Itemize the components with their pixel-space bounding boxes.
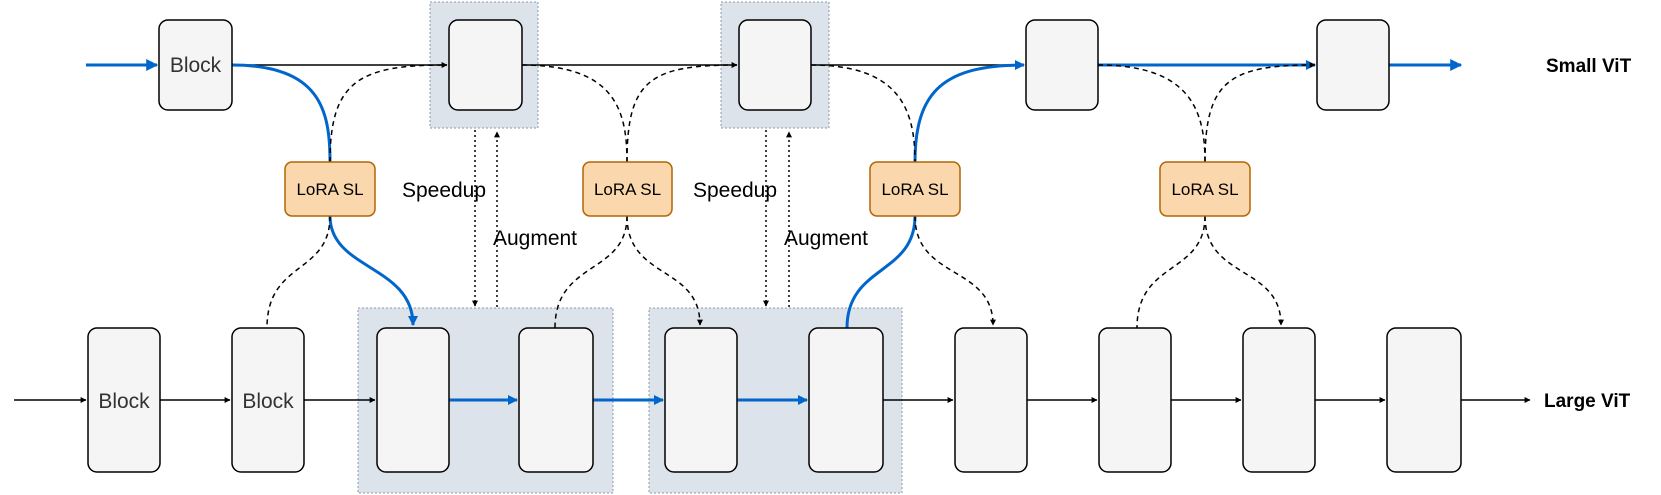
lora2-dash-upper-left (521, 64, 628, 163)
large-block-10 (1386, 327, 1462, 473)
lora4-dash-lower-left (1136, 215, 1206, 329)
speedup-label-1: Speedup (402, 179, 486, 202)
lora-sl-1-label: LoRA SL (296, 180, 363, 199)
lora3-blue-path-lower (845, 215, 917, 329)
small-block-4 (1025, 19, 1099, 111)
large-block-5 (664, 327, 738, 473)
large-block-1-label: Block (98, 390, 150, 413)
lora2-dash-lower-left (554, 215, 628, 329)
large-vit-label: Large ViT (1544, 391, 1631, 412)
large-block-9 (1242, 327, 1316, 473)
augment-label-1: Augment (493, 227, 577, 250)
large-block-8 (1098, 327, 1172, 473)
lora-sl-2-label: LoRA SL (594, 180, 661, 199)
small-block-1 (158, 19, 233, 111)
lora-sl-3 (869, 161, 961, 217)
lora4-dash-lower-right (1204, 215, 1284, 326)
lora3-dash-upper (810, 64, 916, 163)
lora1-blue-path-upper (231, 63, 332, 163)
large-block-1 (87, 327, 161, 473)
lora-sl-4 (1159, 161, 1251, 217)
lora-sl-2 (582, 161, 673, 217)
augment-label-2: Augment (784, 227, 868, 250)
lora-sl-1 (284, 161, 376, 217)
lora4-dash-upper-left (1097, 64, 1206, 163)
lora1-dash-upper (329, 64, 448, 163)
lora4-dash-upper-right (1204, 62, 1316, 163)
small-block-1-label: Block (170, 54, 222, 77)
lora1-blue-path-lower (328, 215, 418, 326)
small-vit-label: Small ViT (1546, 56, 1632, 77)
speedup-label-2: Speedup (693, 179, 777, 202)
lora-sl-3-label: LoRA SL (881, 180, 948, 199)
lora2-dash-upper-right (626, 64, 738, 163)
large-block-6 (808, 327, 884, 473)
small-block-3 (738, 19, 812, 111)
lora3-blue-path-upper (913, 60, 1025, 163)
large-block-2 (231, 327, 305, 473)
large-block-2-label: Block (242, 390, 294, 413)
lora2-dash-lower-right (626, 215, 703, 326)
large-block-3 (376, 327, 450, 473)
small-block-5 (1316, 19, 1390, 111)
lora-sl-4-label: LoRA SL (1171, 180, 1238, 199)
large-block-4 (518, 327, 594, 473)
large-block-7 (954, 327, 1028, 473)
small-block-2 (448, 19, 523, 111)
lora3-dash-lower (914, 215, 996, 326)
lora1-dash-lower (266, 215, 331, 329)
